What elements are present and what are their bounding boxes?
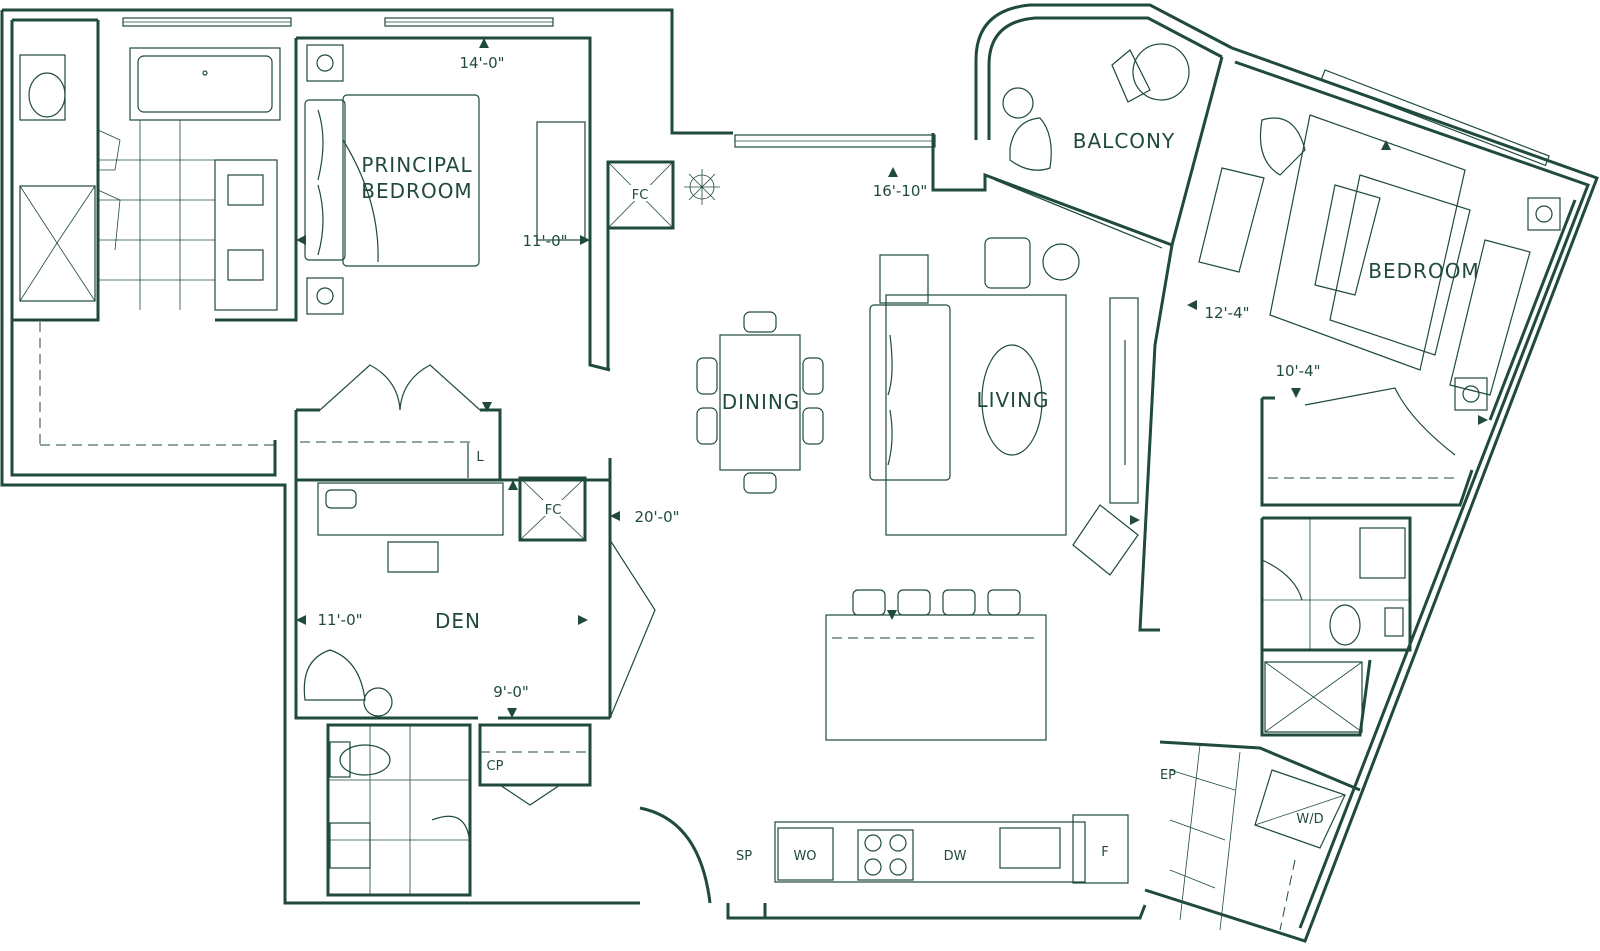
principal-window xyxy=(122,17,554,27)
washer-dryer-label: W/D xyxy=(1296,812,1323,827)
den-label: DEN xyxy=(435,609,481,633)
dim-den-width: 11'-0" xyxy=(317,611,362,629)
kitchen xyxy=(774,589,1129,884)
coat-closet-label: CP xyxy=(487,759,504,774)
right-ensuite xyxy=(1260,516,1412,737)
balcony-label: BALCONY xyxy=(1073,129,1175,153)
principal-ensuite xyxy=(19,47,281,446)
fc-box-principal: FC xyxy=(606,160,675,230)
living-label: LIVING xyxy=(976,388,1049,412)
principal-bed xyxy=(304,44,586,315)
principal-bedroom-label-2: BEDROOM xyxy=(361,179,472,203)
dimension-arrows xyxy=(296,38,1488,718)
right-bedroom xyxy=(1198,69,1577,507)
laundry xyxy=(1159,740,1361,931)
den-walls: FC xyxy=(294,458,656,720)
principal-bedroom-walls xyxy=(215,36,611,482)
powder-and-closet xyxy=(326,723,712,904)
dim-living-depth: 20'-0" xyxy=(634,508,679,526)
dim-principal-width: 14'-0" xyxy=(459,54,504,72)
dim-bedroom-depth: 10'-4" xyxy=(1275,362,1320,380)
balcony-furniture xyxy=(994,43,1190,249)
living-furniture xyxy=(869,237,1139,576)
exterior-walls xyxy=(0,3,1599,943)
plant-icon xyxy=(684,169,720,205)
dim-principal-depth: 11'-0" xyxy=(522,232,567,250)
living-window xyxy=(734,134,936,148)
wall-oven-label: WO xyxy=(793,849,816,864)
sp-label: SP xyxy=(736,849,752,864)
principal-bedroom-label-1: PRINCIPAL xyxy=(361,153,472,177)
ep-label: EP xyxy=(1160,768,1176,783)
linen-label: L xyxy=(476,450,484,465)
bedroom-label: BEDROOM xyxy=(1368,259,1479,283)
principal-closet-doors xyxy=(319,364,481,411)
dim-den-depth: 9'-0" xyxy=(493,683,529,701)
dishwasher-label: DW xyxy=(944,849,967,864)
fridge-label: F xyxy=(1101,845,1108,860)
dining-table xyxy=(696,311,824,494)
fc-label-principal: FC xyxy=(632,188,649,203)
dim-living-width: 16'-10" xyxy=(873,182,928,200)
dim-bedroom-width: 12'-4" xyxy=(1204,304,1249,322)
dining-label: DINING xyxy=(722,390,801,414)
fc-label-den: FC xyxy=(545,503,562,518)
